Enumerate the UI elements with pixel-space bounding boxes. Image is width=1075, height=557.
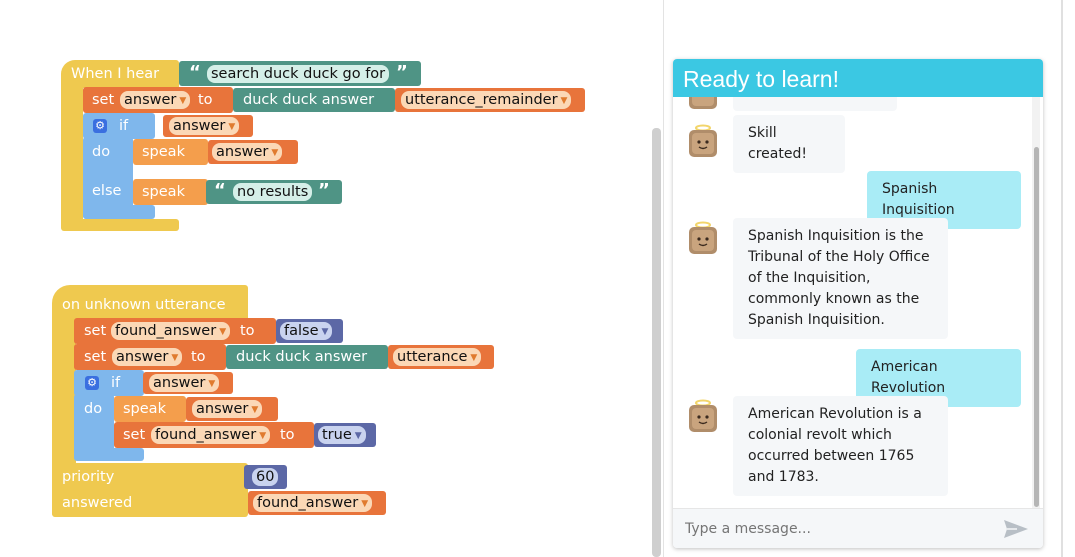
set-label: set	[92, 92, 115, 108]
chat-messages[interactable]: Skill created! Spanish Inquisition Spani…	[673, 97, 1043, 508]
panel-scrollbar[interactable]	[1061, 0, 1063, 557]
bot-avatar-icon	[689, 399, 717, 432]
if-label: if	[111, 375, 121, 391]
no-results-text[interactable]: no results	[233, 183, 313, 201]
chat-header: Ready to learn!	[673, 59, 1043, 97]
if-label: if	[119, 118, 129, 134]
gear-icon[interactable]: ⚙	[85, 376, 99, 390]
priority-label: priority	[62, 469, 115, 485]
bot-avatar-icon	[689, 221, 717, 254]
set-label: set	[84, 349, 107, 365]
found-answer-dropdown[interactable]: found_answer▼	[111, 322, 231, 340]
false-dropdown[interactable]: false▼	[280, 322, 333, 340]
priority-value[interactable]: 60	[252, 468, 279, 486]
to-label: to	[198, 92, 213, 108]
chat-input-bar	[673, 508, 1043, 548]
speak-answer-dropdown[interactable]: answer▼	[212, 143, 283, 161]
chat-bubble-bot: Spanish Inquisition is the Tribunal of t…	[733, 218, 948, 339]
bot-avatar-icon	[689, 97, 717, 109]
if-answer-dropdown[interactable]: answer▼	[169, 117, 240, 135]
speak-label: speak	[142, 144, 185, 160]
ddg-answer-block[interactable]: duck duck answer	[236, 349, 368, 365]
answer-var-dropdown[interactable]: answer▼	[112, 348, 183, 366]
true-dropdown[interactable]: true▼	[318, 426, 366, 444]
utterance-dropdown[interactable]: utterance▼	[393, 348, 482, 366]
set-label: set	[84, 323, 107, 339]
gear-icon[interactable]: ⚙	[93, 119, 107, 133]
event-label: When I hear	[71, 66, 160, 82]
workspace-scrollbar[interactable]	[652, 128, 661, 557]
chat-title: Ready to learn!	[683, 66, 839, 92]
do-label: do	[92, 144, 111, 160]
chat-bubble-bot: American Revolution is a colonial revolt…	[733, 396, 948, 496]
to-label: to	[280, 427, 295, 443]
found-answer-dropdown[interactable]: found_answer▼	[151, 426, 271, 444]
chat-bubble-bot	[733, 97, 897, 111]
else-label: else	[92, 183, 122, 199]
ddg-answer-block[interactable]: duck duck answer	[243, 92, 375, 108]
speak-answer-dropdown[interactable]: answer▼	[192, 400, 263, 418]
answered-var-dropdown[interactable]: found_answer▼	[253, 494, 373, 512]
answered-label: answered	[62, 495, 133, 511]
event-label: on unknown utterance	[62, 297, 226, 313]
message-input[interactable]	[685, 515, 985, 543]
send-icon[interactable]	[1002, 518, 1030, 540]
blocks-workspace[interactable]: When I hear “ search duck duck go for ” …	[0, 0, 663, 557]
utterance-remainder-dropdown[interactable]: utterance_remainder▼	[401, 91, 572, 109]
to-label: to	[240, 323, 255, 339]
chat-widget: Ready to learn! Skill created! Spanish I…	[673, 59, 1043, 548]
speak-label: speak	[123, 401, 166, 417]
chat-scrollbar-thumb[interactable]	[1034, 147, 1039, 507]
if-answer-dropdown[interactable]: answer▼	[149, 374, 220, 392]
chat-bubble-bot: Skill created!	[733, 115, 845, 173]
answer-var-dropdown[interactable]: answer▼	[120, 91, 191, 109]
do-label: do	[84, 401, 103, 417]
panel-divider	[663, 0, 664, 557]
set-label: set	[123, 427, 146, 443]
speak-label: speak	[142, 184, 185, 200]
to-label: to	[191, 349, 206, 365]
bot-avatar-icon	[689, 124, 717, 157]
phrase-text[interactable]: search duck duck go for	[207, 65, 390, 83]
